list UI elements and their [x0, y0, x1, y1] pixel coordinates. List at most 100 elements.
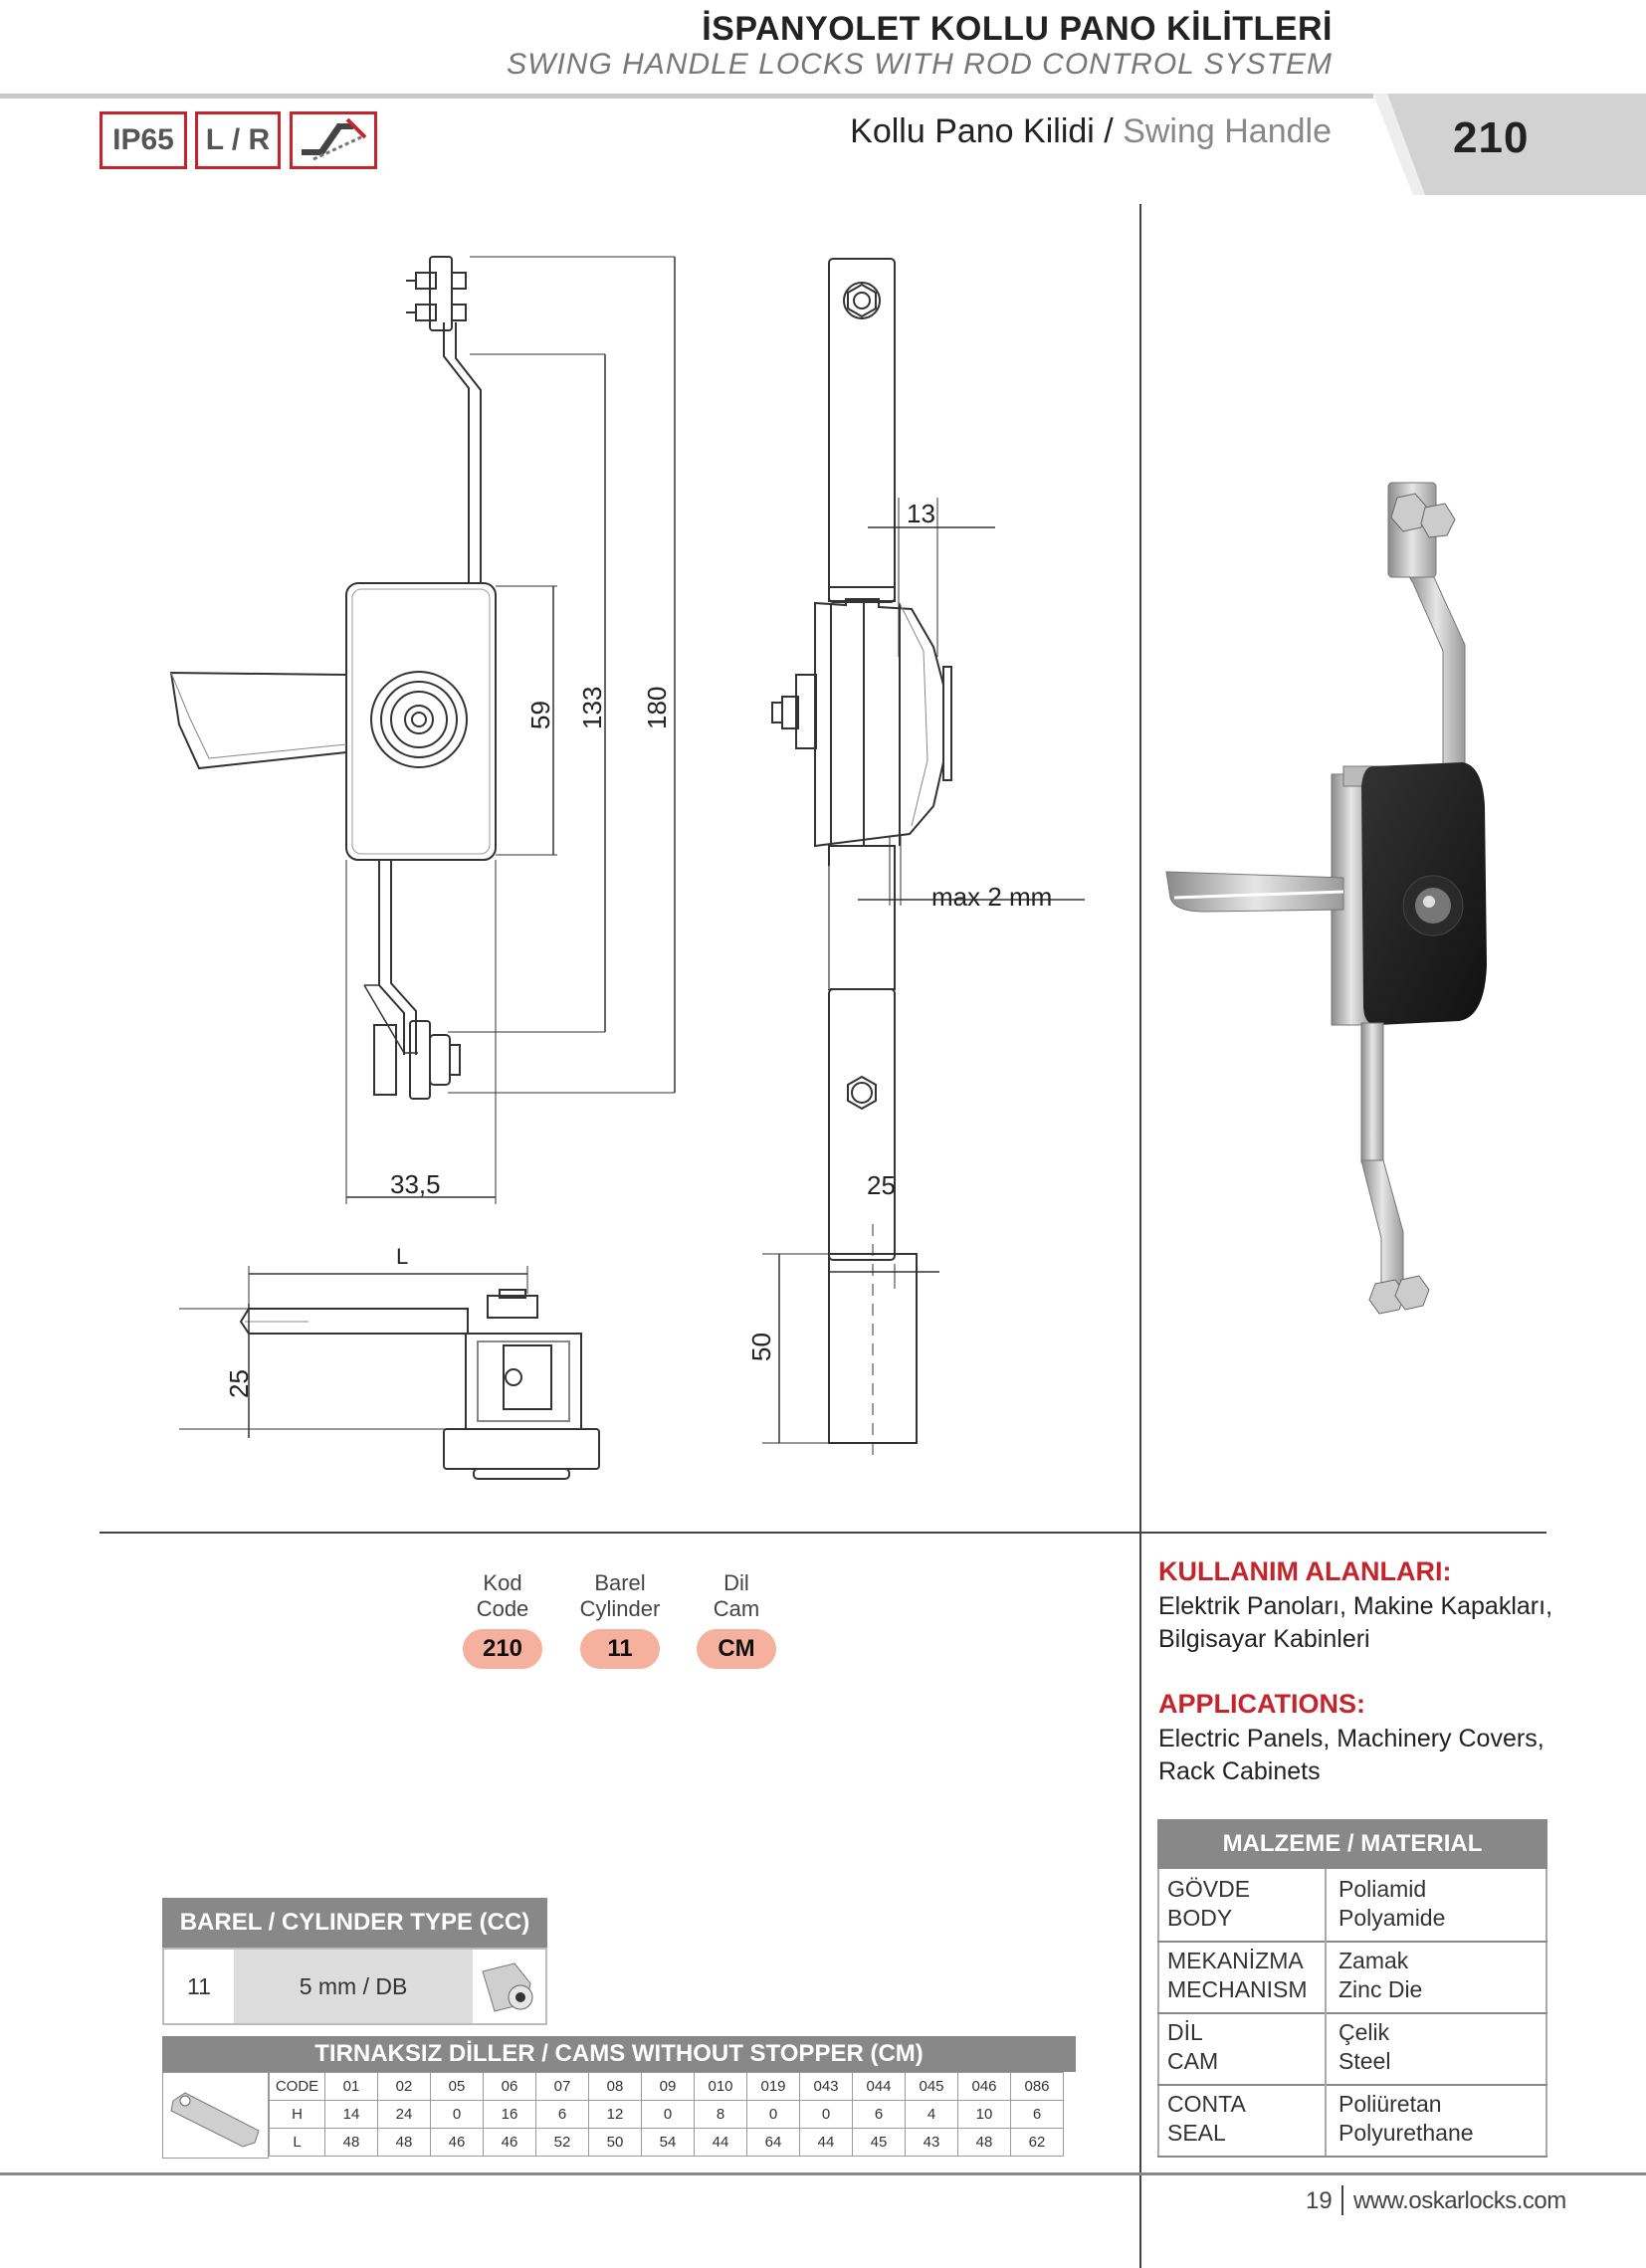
horizontal-divider	[100, 1532, 1546, 1534]
material-part-tr: GÖVDE	[1167, 1876, 1251, 1902]
cams-l-row: L 48 48 46 46 52 50 54 44 64 44 45 43 48…	[269, 2128, 1064, 2157]
product-title-en: Swing Handle	[1123, 112, 1332, 150]
material-part-en: BODY	[1167, 1905, 1233, 1931]
table-cell: 4	[905, 2100, 958, 2129]
table-cell: 09	[641, 2072, 695, 2101]
dim-25-side-label: 25	[867, 1170, 896, 1200]
product-code: 210	[1453, 113, 1530, 162]
table-cell: 8	[694, 2100, 747, 2129]
material-part-en: SEAL	[1167, 2120, 1226, 2146]
table-cell: 46	[483, 2128, 536, 2157]
table-cell: 48	[377, 2128, 431, 2157]
table-cell: 044	[852, 2072, 906, 2101]
table-cell: 01	[324, 2072, 378, 2101]
material-part-tr: DİL	[1167, 2019, 1203, 2045]
technical-drawing	[169, 256, 1085, 1480]
ip65-badge: IP65	[100, 111, 187, 169]
website-link[interactable]: www.oskarlocks.com	[1353, 2187, 1566, 2214]
table-cell: 6	[1010, 2100, 1064, 2129]
product-photo	[1165, 482, 1487, 1315]
cam-label: Dil Cam	[687, 1570, 786, 1622]
code-pill: 210	[463, 1629, 542, 1669]
page-title: İSPANYOLET KOLLU PANO KİLİTLERİ	[702, 10, 1333, 48]
material-part-en: MECHANISM	[1167, 1976, 1308, 2002]
cylinder-icon	[482, 1962, 533, 2012]
cam-icon	[162, 2072, 269, 2159]
page-subtitle: SWING HANDLE LOCKS WITH ROD CONTROL SYST…	[507, 48, 1333, 81]
table-cell: 12	[588, 2100, 642, 2129]
product-title: Kollu Pano Kilidi / Swing Handle	[850, 112, 1332, 151]
applications-en-line1: Electric Panels, Machinery Covers,	[1158, 1725, 1544, 1753]
table-cell: 06	[483, 2072, 536, 2101]
applications-tr-heading: KULLANIM ALANLARI:	[1158, 1556, 1452, 1586]
footer-separator	[1341, 2185, 1343, 2215]
cylinder-code: 11	[187, 1972, 211, 1999]
material-value-tr: Poliüretan	[1338, 2091, 1442, 2117]
code-label: Kod Code	[453, 1570, 552, 1622]
cams-h-row: H 14 24 0 16 6 12 0 8 0 0 6 4 10 6	[269, 2100, 1064, 2129]
table-cell: 24	[377, 2100, 431, 2129]
table-cell: 043	[799, 2072, 853, 2101]
dim-L-label: L	[396, 1244, 409, 1269]
code-label-tr: Kod	[483, 1570, 522, 1595]
material-value-tr: Poliamid	[1338, 1876, 1427, 1902]
table-cell: 0	[641, 2100, 695, 2129]
left-right-badge: L / R	[195, 111, 281, 169]
material-part-en: CAM	[1167, 2048, 1219, 2074]
table-cell: 64	[746, 2128, 800, 2157]
table-cell: 0	[799, 2100, 853, 2129]
table-cell: 045	[905, 2072, 958, 2101]
dim-50-label: 50	[746, 1333, 776, 1361]
table-cell: 6	[852, 2100, 906, 2129]
applications-tr-line2: Bilgisayar Kabinleri	[1158, 1625, 1370, 1653]
footer-rule	[0, 2172, 1646, 2175]
table-cell: 02	[377, 2072, 431, 2101]
code-label-en: Code	[476, 1596, 529, 1621]
material-heading: MALZEME / MATERIAL	[1157, 1819, 1547, 1869]
cams-heading: TIRNAKSIZ DİLLER / CAMS WITHOUT STOPPER …	[162, 2036, 1076, 2072]
material-value-tr: Çelik	[1338, 2019, 1390, 2045]
cams-code-row: CODE 01 02 05 06 07 08 09 010 019 043 04…	[269, 2072, 1064, 2101]
dim-180-label: 180	[642, 686, 672, 729]
cylinder-pill: 11	[580, 1629, 660, 1669]
cylinder-type: 5 mm / DB	[234, 1950, 473, 2023]
vertical-divider	[1139, 204, 1141, 2268]
dim-33-5-label: 33,5	[390, 1169, 441, 1199]
cylinder-label-tr: Barel	[594, 1570, 646, 1595]
dim-25-bottom-label: 25	[224, 1369, 254, 1398]
table-cell: L	[269, 2128, 325, 2157]
table-cell: 62	[1010, 2128, 1064, 2157]
material-value-en: Polyamide	[1338, 1905, 1446, 1931]
cams-table: CODE 01 02 05 06 07 08 09 010 019 043 04…	[269, 2072, 1064, 2157]
table-cell: 52	[535, 2128, 589, 2157]
table-cell: 086	[1010, 2072, 1064, 2101]
table-cell: 46	[430, 2128, 484, 2157]
dim-13-label: 13	[907, 499, 935, 528]
table-cell: 05	[430, 2072, 484, 2101]
table-cell: 0	[746, 2100, 800, 2129]
cam-label-en: Cam	[713, 1596, 760, 1621]
table-cell: 10	[957, 2100, 1011, 2129]
dim-max-2mm-label: max 2 mm	[931, 882, 1053, 912]
table-cell: 6	[535, 2100, 589, 2129]
table-cell: 44	[694, 2128, 747, 2157]
product-title-tr: Kollu Pano Kilidi /	[850, 112, 1114, 150]
cylinder-type-row: 11 5 mm / DB	[162, 1948, 547, 2025]
material-value-tr: Zamak	[1338, 1948, 1409, 1973]
applications-en-line2: Rack Cabinets	[1158, 1757, 1321, 1785]
table-cell: 07	[535, 2072, 589, 2101]
table-cell: 019	[746, 2072, 800, 2101]
material-value-en: Steel	[1338, 2048, 1391, 2074]
table-cell: H	[269, 2100, 325, 2129]
table-cell: CODE	[269, 2072, 325, 2101]
material-value-en: Polyurethane	[1338, 2120, 1474, 2146]
table-cell: 50	[588, 2128, 642, 2157]
page-number: 19	[1306, 2187, 1333, 2214]
applications-tr-line1: Elektrik Panoları, Makine Kapakları,	[1158, 1592, 1553, 1620]
dim-59-label: 59	[525, 701, 555, 729]
product-code-tab: 210	[1373, 94, 1646, 195]
